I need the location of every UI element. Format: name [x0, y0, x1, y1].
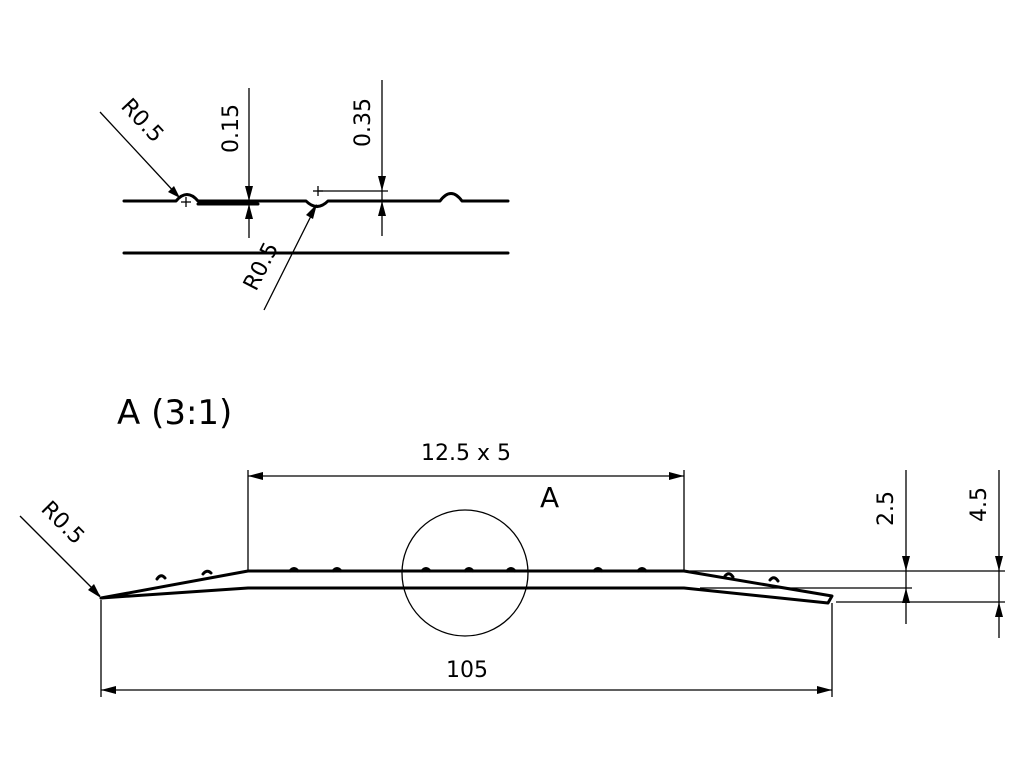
main-view: A (3:1) A 12.5 x 5 R0.5	[19, 393, 1005, 697]
detail-title: A (3:1)	[117, 393, 232, 433]
arrow-thickness-top	[902, 556, 910, 571]
arrow-radius-left	[168, 186, 180, 198]
detail-view: R0.5 0.15 0.35 R0.5	[99, 80, 510, 311]
surface-bumps	[155, 567, 780, 583]
arrow-015-top	[245, 186, 253, 201]
leader-radius-edge	[19, 515, 101, 597]
label-pattern: 12.5 x 5	[421, 441, 511, 466]
detail-circle	[401, 509, 529, 637]
arrow-035-bottom	[378, 201, 386, 216]
label-thickness: 2.5	[874, 491, 899, 526]
label-dim-015: 0.15	[219, 104, 244, 153]
arrow-height-bottom	[995, 602, 1003, 617]
arrow-width-right	[817, 686, 832, 694]
main-top-profile	[99, 569, 834, 605]
arrow-height-top	[995, 556, 1003, 571]
label-width: 105	[446, 658, 488, 683]
arrow-radius-bottom	[306, 204, 317, 219]
center-mark-left	[181, 197, 191, 207]
label-radius-left: R0.5	[116, 94, 169, 148]
label-radius-bottom: R0.5	[239, 239, 284, 295]
detail-marker-label: A	[540, 481, 559, 514]
arrow-radius-edge	[88, 584, 101, 598]
detail-top-profile	[122, 192, 510, 208]
arrow-width-left	[101, 686, 116, 694]
label-height: 4.5	[967, 487, 992, 522]
arrow-pattern-right	[669, 472, 684, 480]
arrow-015-bottom	[245, 204, 253, 219]
label-dim-035: 0.35	[351, 98, 376, 147]
leader-radius-bottom	[263, 205, 317, 311]
arrow-035-top	[378, 176, 386, 191]
label-radius-edge: R0.5	[36, 497, 89, 550]
arrow-pattern-left	[248, 472, 263, 480]
arrow-thickness-bottom	[902, 588, 910, 603]
leader-radius-left	[99, 111, 179, 197]
